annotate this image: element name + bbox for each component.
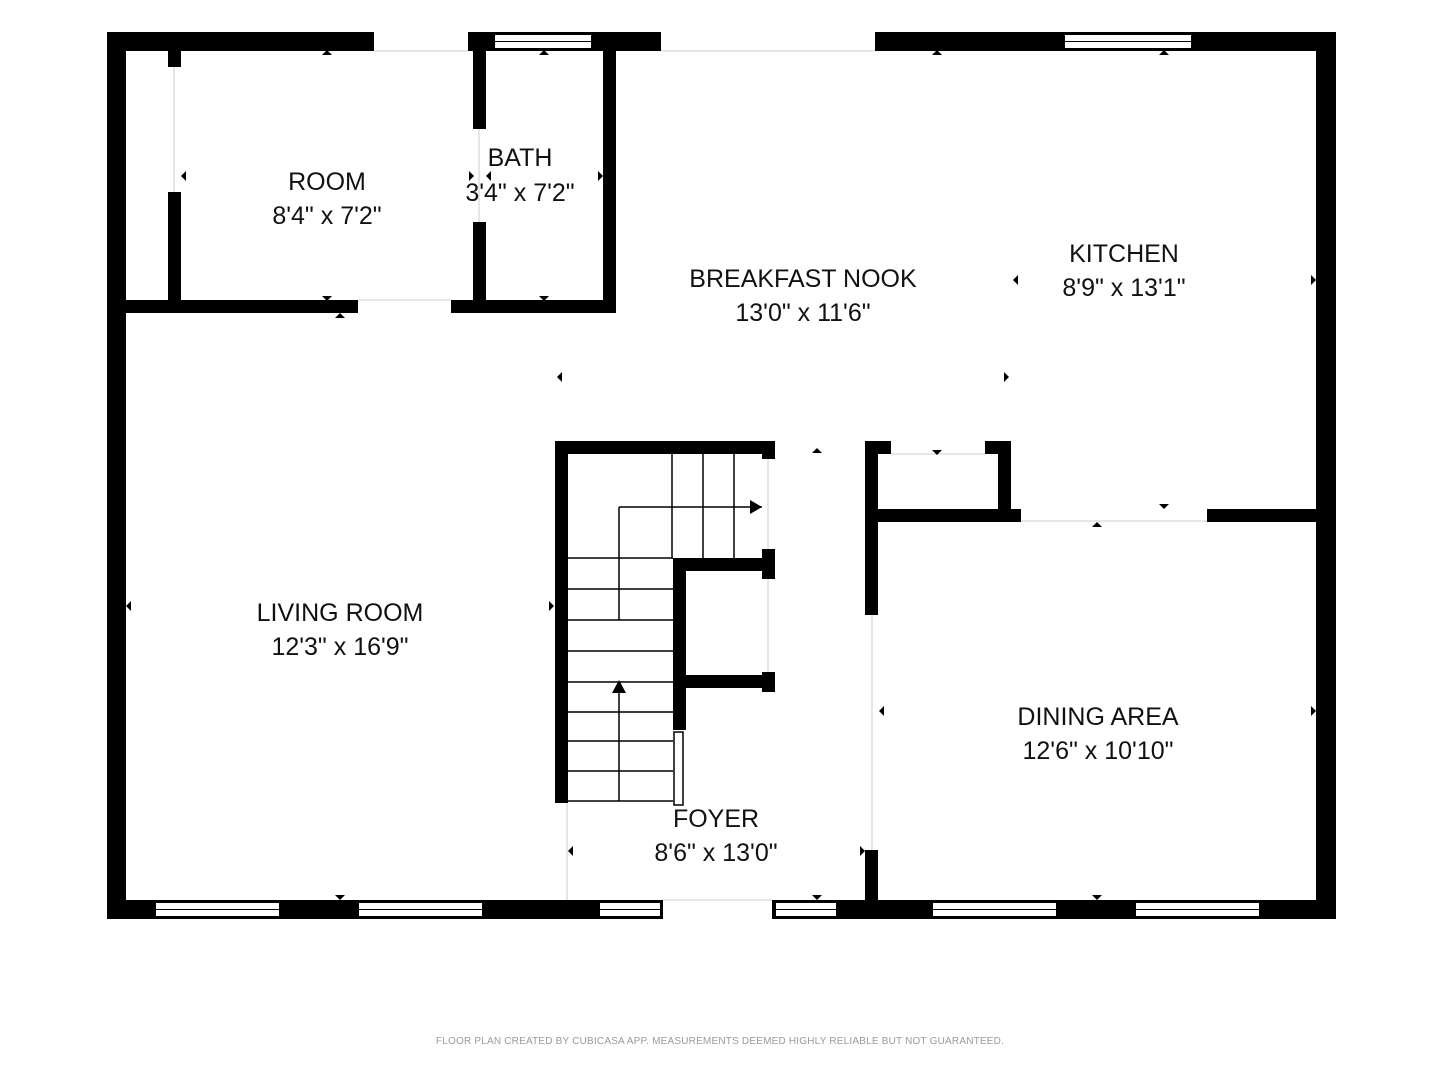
dimension-marker-icon (469, 171, 474, 181)
dining-area-size: 12'6" x 10'10" (1022, 737, 1173, 765)
footer-disclaimer: FLOOR PLAN CREATED BY CUBICASA APP. MEAS… (435, 1036, 1005, 1047)
dimension-marker-icon (860, 846, 865, 856)
room-name: ROOM (288, 168, 366, 196)
dimension-marker-icon (181, 171, 186, 181)
dimension-marker-icon (1311, 706, 1316, 716)
dimension-markers (126, 50, 1316, 900)
dimension-marker-icon (1311, 275, 1316, 285)
foyer-size: 8'6" x 13'0" (654, 839, 777, 867)
dimension-marker-icon (539, 296, 549, 301)
living-room-name: LIVING ROOM (257, 599, 424, 627)
dimension-marker-icon (335, 895, 345, 900)
dimension-marker-icon (1092, 895, 1102, 900)
foyer-name: FOYER (673, 805, 759, 833)
dimension-marker-icon (1013, 275, 1018, 285)
bath-size: 3'4" x 7'2" (465, 179, 574, 207)
dimension-marker-icon (1092, 522, 1102, 527)
interior-walls (126, 51, 1317, 905)
living-room-size: 12'3" x 16'9" (271, 633, 408, 661)
staircase (568, 454, 762, 802)
kitchen-size: 8'9" x 13'1" (1062, 274, 1185, 302)
breakfast-nook-size: 13'0" x 11'6" (735, 299, 870, 327)
exterior-walls (107, 32, 1336, 919)
dining-area-name: DINING AREA (1017, 703, 1178, 731)
breakfast-nook-name: BREAKFAST NOOK (689, 265, 917, 293)
dimension-marker-icon (126, 601, 131, 611)
dimension-marker-icon (557, 372, 562, 382)
stair-arrow-icon (612, 680, 626, 693)
dimension-marker-icon (322, 50, 332, 55)
dimension-marker-icon (335, 313, 345, 318)
bath-name: BATH (488, 144, 553, 172)
dimension-marker-icon (1004, 372, 1009, 382)
dimension-marker-icon (549, 601, 554, 611)
dimension-marker-icon (568, 846, 573, 856)
dimension-marker-icon (932, 50, 942, 55)
dimension-marker-icon (1159, 504, 1169, 509)
dimension-marker-icon (539, 50, 549, 55)
room-labels: ROOM 8'4" x 7'2" BATH 3'4" x 7'2" BREAKF… (257, 144, 1186, 867)
stair-arrow-icon (750, 500, 762, 514)
windows (154, 33, 1261, 918)
dimension-marker-icon (598, 171, 603, 181)
dimension-marker-icon (1159, 50, 1169, 55)
dimension-marker-icon (812, 895, 822, 900)
kitchen-name: KITCHEN (1069, 240, 1179, 268)
dimension-marker-icon (932, 450, 942, 455)
dimension-marker-icon (812, 448, 822, 453)
dimension-marker-icon (486, 171, 491, 181)
openings (173, 50, 1207, 901)
room-size: 8'4" x 7'2" (272, 202, 381, 230)
dimension-marker-icon (879, 706, 884, 716)
dimension-marker-icon (322, 296, 332, 301)
